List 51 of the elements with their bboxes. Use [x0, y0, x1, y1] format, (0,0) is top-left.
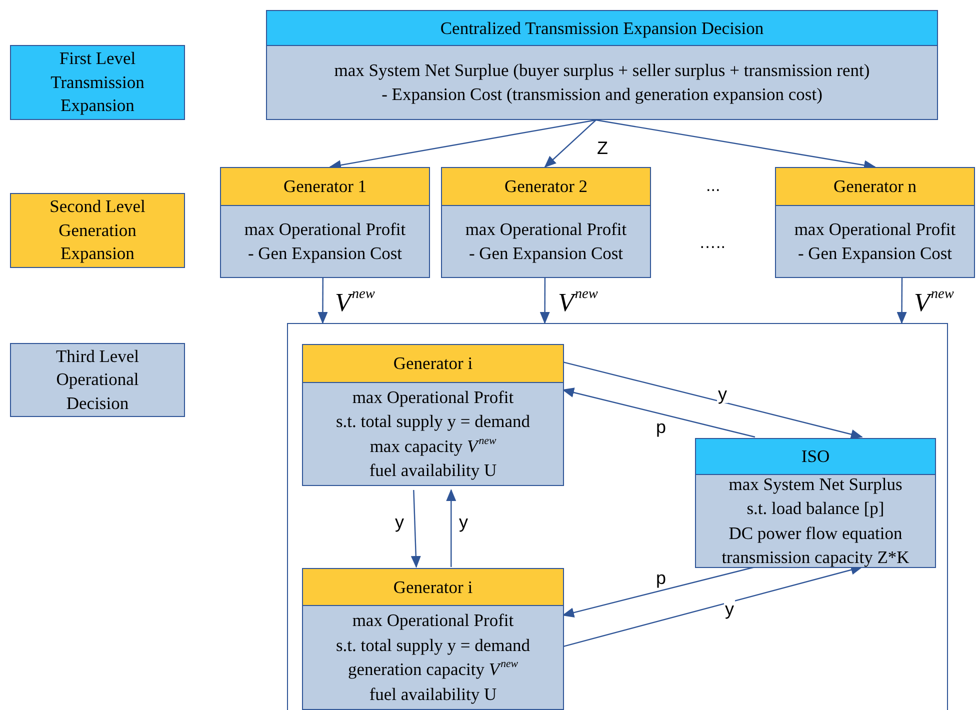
box-header: Generator 1: [221, 168, 429, 206]
box-header: Generator i: [303, 345, 563, 383]
box-text: max System Net Surplus: [728, 472, 902, 496]
box-text: max Operational Profit: [244, 218, 406, 241]
box-text: - Expansion Cost (transmission and generation expansion cost): [382, 83, 822, 106]
box-text: - Gen Expansion Cost: [798, 242, 952, 265]
level-box: Second Level Generation Expansion: [10, 193, 185, 268]
box-text: generation capacity V$^{new}$: [348, 657, 518, 681]
arrow: [329, 119, 596, 170]
decision-box: [266, 10, 938, 120]
box-text: fuel availability U: [369, 459, 497, 482]
box-text: max Operational Profit: [352, 386, 514, 409]
arrow: [562, 361, 863, 440]
generator-box: [302, 568, 564, 710]
generator-box: [441, 167, 651, 278]
box-text: s.t. total supply y = demand: [336, 634, 530, 657]
iso-box: [695, 438, 936, 568]
arrow: [544, 120, 596, 168]
level-box: First Level Transmission Expansion: [10, 45, 185, 120]
generator-box: [302, 344, 564, 486]
box-header: ISO: [696, 439, 935, 475]
box-text: - Gen Expansion Cost: [248, 242, 402, 265]
box-header: Generator i: [303, 569, 563, 606]
box-text: DC power flow equation: [728, 522, 902, 545]
arrow: [410, 490, 421, 568]
box-header: Generator n: [776, 168, 974, 206]
ellipsis-text: …..: [699, 233, 726, 253]
arrow: [562, 388, 756, 438]
box-text: fuel availability U: [369, 682, 497, 706]
arrow: [540, 278, 550, 324]
arrow: [896, 278, 907, 324]
edge-label: Z: [596, 139, 609, 157]
box-header: Generator 2: [442, 168, 650, 206]
edge-label: y: [724, 600, 735, 618]
arrow: [446, 488, 456, 567]
box-text: max Operational Profit: [352, 609, 514, 632]
box-text: transmission capacity Z*K: [722, 546, 910, 569]
box-text: s.t. total supply y = demand: [336, 410, 530, 433]
box-text: s.t. load balance [p]: [746, 497, 884, 520]
box-text: max Operational Profit: [794, 218, 956, 241]
ellipsis-text: ...: [706, 176, 720, 196]
box-text: max capacity V$^{new}$: [370, 434, 496, 458]
generator-box: [220, 167, 430, 278]
box-text: max Operational Profit: [465, 218, 627, 241]
container-box: [287, 323, 948, 710]
box-text: max System Net Surplue (buyer surplus + seller surplus + transmission rent): [334, 58, 870, 82]
box-header: Centralized Transmission Expansion Decision: [267, 11, 937, 46]
generator-box: [775, 167, 975, 278]
arrow: [318, 278, 328, 324]
level-box: Third Level Operational Decision: [10, 343, 185, 417]
box-text: - Gen Expansion Cost: [468, 242, 624, 265]
